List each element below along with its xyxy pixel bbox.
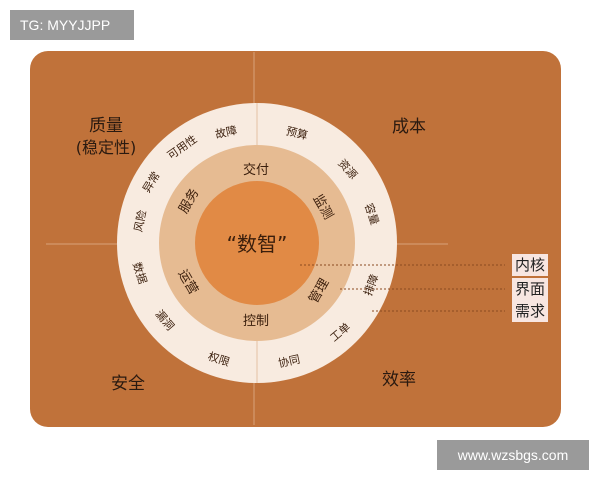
outer-label-collab: 协同: [277, 352, 301, 370]
quadrant-efficiency: 效率: [382, 370, 416, 390]
watermark: www.wzsbgs.com: [437, 440, 589, 470]
quadrant-security: 安全: [111, 374, 145, 394]
top-tag: TG: MYYJJPP: [10, 10, 134, 40]
inner-circle: [195, 181, 319, 305]
legend-kernel: 内核: [512, 254, 548, 276]
legend-interface: 界面: [512, 278, 548, 300]
center-label: “数智”: [227, 232, 288, 256]
quadrant-quality-sub: (稳定性): [76, 138, 137, 157]
outer-label-data: 数据: [130, 260, 150, 285]
middle-label-control: 控制: [243, 314, 269, 329]
quadrant-quality: 质量: [89, 116, 123, 136]
legend-demand: 需求: [512, 300, 548, 322]
middle-label-delivery: 交付: [243, 162, 269, 178]
outer-label-budget: 预算: [285, 124, 310, 143]
quadrant-cost: 成本: [392, 117, 426, 137]
outer-label-fault: 故障: [214, 123, 238, 141]
outer-label-capacity: 容量: [362, 201, 382, 226]
outer-label-risk: 风险: [131, 209, 149, 233]
outer-label-permission: 权限: [206, 350, 231, 369]
